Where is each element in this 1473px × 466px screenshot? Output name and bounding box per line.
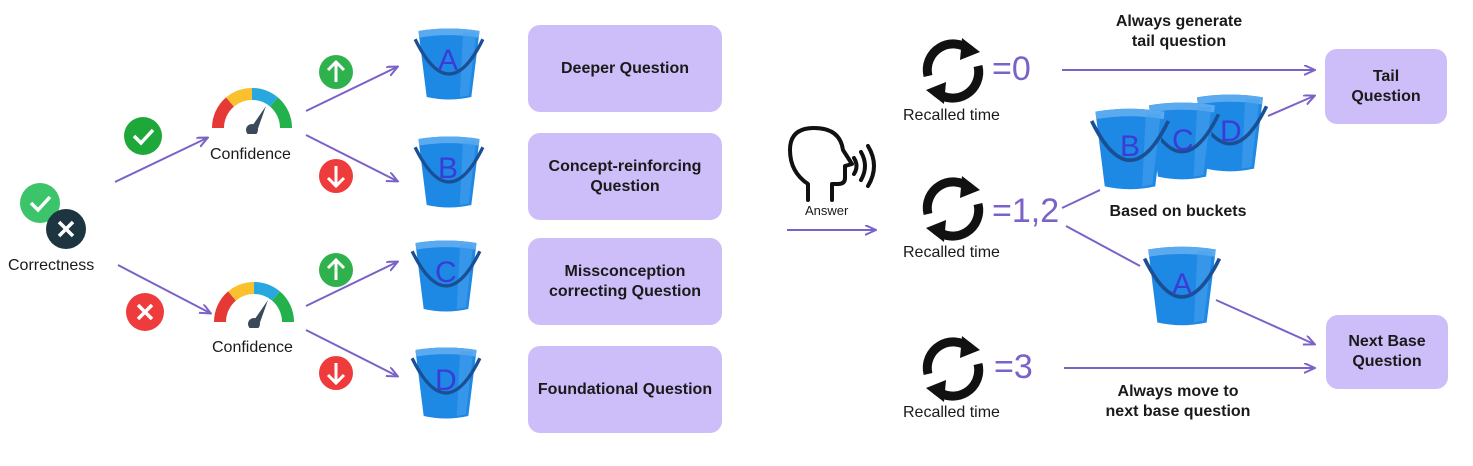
recalled-time-label-2: Recalled time bbox=[903, 244, 1000, 261]
arrow-recall12-to-buckets bbox=[1061, 189, 1101, 209]
confidence-label-bottom: Confidence bbox=[212, 339, 293, 356]
always-move-line1: Always move to bbox=[1117, 383, 1239, 400]
miss-question-line2: correcting Question bbox=[548, 282, 702, 300]
concept-question-line2: Question bbox=[590, 177, 660, 195]
right-bucket-c-letter: C bbox=[1172, 124, 1194, 157]
always-generate-text: Always generate tail question bbox=[1096, 12, 1262, 52]
right-bucket-d-letter: D bbox=[1220, 115, 1242, 148]
always-generate-line2: tail question bbox=[1131, 33, 1227, 50]
recall-value-3: =3 bbox=[994, 348, 1033, 386]
incorrect-icon bbox=[46, 209, 86, 249]
concept-question-line1: Concept-reinforcing bbox=[548, 157, 702, 175]
arrow-buckets-to-tail bbox=[1267, 96, 1314, 117]
correct-icon bbox=[20, 183, 60, 223]
bucket-d-letter: D bbox=[435, 364, 457, 397]
recalled-time-label-1: Recalled time bbox=[903, 107, 1000, 124]
speedometer-icon-top bbox=[218, 94, 286, 136]
answer-label: Answer bbox=[805, 203, 849, 218]
recall-value-12: =1,2 bbox=[992, 192, 1060, 230]
arrow-correct-to-confidence bbox=[114, 138, 207, 183]
arrow-recall12-to-bucket-a bbox=[1065, 225, 1141, 267]
arrow-incorrect-to-confidence bbox=[117, 264, 210, 313]
deeper-question-label: Deeper Question bbox=[560, 59, 690, 77]
foundational-question-box: Foundational Question bbox=[528, 346, 722, 433]
recall-cycle-icon-12 bbox=[926, 176, 980, 242]
bucket-c-letter: C bbox=[435, 256, 457, 289]
right-bucket-b-letter: B bbox=[1120, 130, 1141, 163]
arrow-conf-top-to-b bbox=[305, 134, 397, 181]
miss-question-line1: Missconception bbox=[564, 262, 686, 280]
always-move-text: Always move to next base question bbox=[1090, 382, 1266, 422]
up-arrow-icon bbox=[319, 55, 353, 89]
down-arrow-icon bbox=[319, 159, 353, 193]
arrow-conf-bottom-to-c bbox=[305, 262, 397, 307]
always-move-line2: next base question bbox=[1105, 403, 1251, 420]
down-arrow-icon bbox=[319, 356, 353, 390]
concept-reinforcing-question-box: Concept-reinforcing Question bbox=[528, 133, 722, 220]
recall-cycle-icon-0 bbox=[926, 38, 980, 104]
arrow-conf-bottom-to-d bbox=[305, 329, 397, 376]
foundational-question-label: Foundational Question bbox=[537, 380, 713, 398]
based-on-buckets-text: Based on buckets bbox=[1109, 203, 1247, 220]
arrow-bucket-a-to-next bbox=[1215, 299, 1314, 344]
deeper-question-box: Deeper Question bbox=[528, 25, 722, 112]
misconception-question-box: Missconception correcting Question bbox=[528, 238, 722, 325]
recalled-time-label-3: Recalled time bbox=[903, 404, 1000, 421]
next-base-question-box: Next Base Question bbox=[1326, 315, 1448, 389]
up-arrow-icon bbox=[319, 253, 353, 287]
next-base-line2: Question bbox=[1352, 353, 1422, 370]
speedometer-icon-bottom bbox=[220, 288, 288, 330]
tail-question-line1: Tail bbox=[1372, 67, 1400, 85]
next-base-line1: Next Base bbox=[1348, 333, 1426, 350]
red-x-icon bbox=[126, 293, 164, 331]
always-generate-line1: Always generate bbox=[1115, 13, 1243, 30]
speaking-head-icon bbox=[788, 126, 876, 202]
green-check-icon bbox=[124, 117, 162, 155]
recall-cycle-icon-3 bbox=[926, 336, 980, 402]
tail-question-line2: Question bbox=[1351, 87, 1421, 105]
correctness-label: Correctness bbox=[8, 257, 95, 274]
right-bucket-a-letter: A bbox=[1172, 268, 1193, 301]
bucket-a-letter: A bbox=[438, 44, 459, 77]
arrow-conf-top-to-a bbox=[305, 67, 397, 112]
recall-value-0: =0 bbox=[992, 50, 1031, 88]
tail-question-box: Tail Question bbox=[1325, 49, 1447, 124]
confidence-label-top: Confidence bbox=[210, 146, 291, 163]
bucket-b-letter: B bbox=[438, 152, 459, 185]
